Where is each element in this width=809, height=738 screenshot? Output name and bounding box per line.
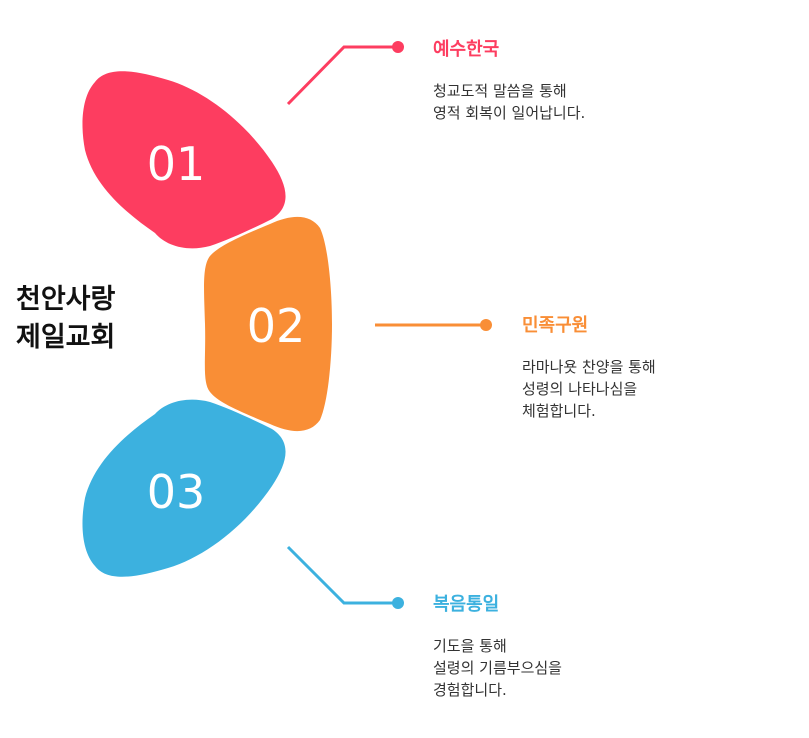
connector-03-line bbox=[286, 545, 398, 605]
church-name: 천안사랑 제일교회 bbox=[16, 281, 156, 357]
segment-02-number: 02 bbox=[247, 299, 306, 353]
segment-03-number: 03 bbox=[147, 465, 206, 519]
info-03-desc-line: 기도을 통해 bbox=[433, 637, 507, 655]
info-02-desc-line: 체험합니다. bbox=[522, 402, 596, 420]
info-01-desc-line: 영적 회복이 일어납니다. bbox=[433, 104, 586, 122]
info-block-02: 민족구원 라마나욧 찬양을 통해 성령의 나타나심을 체험합니다. bbox=[522, 315, 656, 422]
info-01-description: 청교도적 말씀을 통해 영적 회복이 일어납니다. bbox=[433, 80, 585, 124]
info-03-desc-line: 설령의 기름부으심을 bbox=[433, 659, 562, 677]
segment-01-number: 01 bbox=[147, 137, 206, 191]
church-name-line-2: 제일교회 bbox=[16, 322, 116, 353]
connector-01-line bbox=[286, 45, 398, 106]
info-03-desc-line: 경험합니다. bbox=[433, 681, 507, 699]
info-02-desc-line: 성령의 나타나심을 bbox=[522, 380, 638, 398]
info-block-01: 예수한국 청교도적 말씀을 통해 영적 회복이 일어납니다. bbox=[433, 39, 585, 124]
church-name-line-1: 천안사랑 bbox=[16, 284, 116, 315]
info-02-desc-line: 라마나욧 찬양을 통해 bbox=[522, 358, 656, 376]
connector-03-dot bbox=[392, 597, 404, 609]
connector-02-dot bbox=[480, 319, 492, 331]
info-01-heading: 예수한국 bbox=[433, 39, 500, 60]
segment-02-shape bbox=[204, 216, 332, 432]
info-03-heading: 복음통일 bbox=[433, 594, 500, 615]
info-02-description: 라마나욧 찬양을 통해 성령의 나타나심을 체험합니다. bbox=[522, 356, 656, 422]
segment-01-shape bbox=[82, 71, 286, 249]
info-03-description: 기도을 통해 설령의 기름부으심을 경험합니다. bbox=[433, 635, 562, 701]
segment-03-shape bbox=[82, 399, 286, 577]
info-02-heading: 민족구원 bbox=[522, 315, 589, 336]
info-01-desc-line: 청교도적 말씀을 통해 bbox=[433, 82, 567, 100]
info-block-03: 복음통일 기도을 통해 설령의 기름부으심을 경험합니다. bbox=[433, 594, 562, 701]
connector-01-dot bbox=[392, 41, 404, 53]
